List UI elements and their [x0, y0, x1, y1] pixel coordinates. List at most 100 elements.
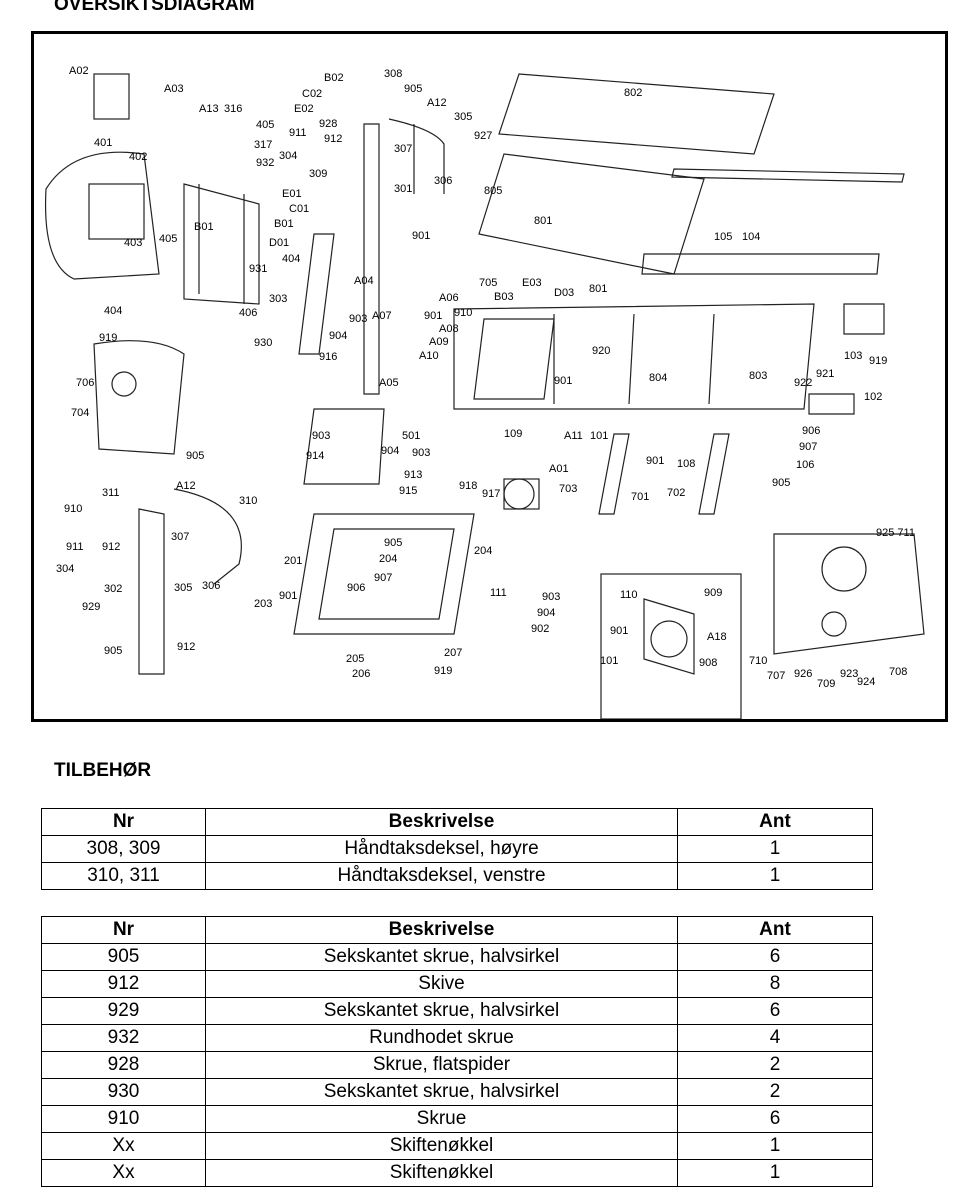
cell-nr: 928	[41, 1051, 206, 1079]
table-header-row: Nr Beskrivelse Ant	[41, 916, 873, 944]
cell-nr: 308, 309	[41, 835, 206, 863]
part-callout-label: 304	[56, 563, 74, 575]
part-callout-label: 901	[279, 590, 297, 602]
table-row: 912 Skive 8	[41, 970, 873, 998]
cell-description: Sekskantet skrue, halvsirkel	[205, 943, 678, 971]
part-callout-label: E01	[282, 188, 302, 200]
part-callout-label: 915	[399, 485, 417, 497]
part-callout-label: C01	[289, 203, 309, 215]
part-callout-label: 307	[394, 143, 412, 155]
part-callout-label: 706	[76, 377, 94, 389]
table-row: 929 Sekskantet skrue, halvsirkel 6	[41, 997, 873, 1025]
table-row: 928 Skrue, flatspider 2	[41, 1051, 873, 1079]
part-callout-label: 903	[349, 313, 367, 325]
cell-quantity: 1	[677, 1159, 873, 1187]
part-callout-label: 201	[284, 555, 302, 567]
part-callout-label: 305	[174, 582, 192, 594]
part-callout-label: 204	[379, 553, 397, 565]
part-callout-label: 903	[312, 430, 330, 442]
part-callout-label: A03	[164, 83, 184, 95]
part-callout-label: 710	[749, 655, 767, 667]
cell-quantity: 1	[677, 1132, 873, 1160]
cell-description: Skrue, flatspider	[205, 1051, 678, 1079]
part-callout-label: B02	[324, 72, 344, 84]
part-callout-label: 404	[104, 305, 122, 317]
part-callout-label: 111	[490, 587, 507, 599]
cell-quantity: 8	[677, 970, 873, 998]
part-callout-label: 206	[352, 668, 370, 680]
part-callout-label: 316	[224, 103, 242, 115]
part-callout-label: A18	[707, 631, 727, 643]
part-callout-label: 704	[71, 407, 89, 419]
part-callout-label: A07	[372, 310, 392, 322]
part-callout-label: A01	[549, 463, 569, 475]
part-callout-label: 902	[531, 623, 549, 635]
part-callout-label: 702	[667, 487, 685, 499]
part-callout-label: 802	[624, 87, 642, 99]
column-header-quantity: Ant	[677, 916, 873, 944]
cell-description: Sekskantet skrue, halvsirkel	[205, 1078, 678, 1106]
part-callout-label: 905	[104, 645, 122, 657]
part-callout-label: 304	[279, 150, 297, 162]
part-callout-label: 924	[857, 676, 875, 688]
accessories-heading: TILBEHØR	[54, 760, 152, 781]
part-callout-label: 929	[82, 601, 100, 613]
part-callout-label: 905	[186, 450, 204, 462]
cell-nr: 932	[41, 1024, 206, 1052]
part-callout-label: 403	[124, 237, 142, 249]
part-callout-label: B03	[494, 291, 514, 303]
cell-quantity: 4	[677, 1024, 873, 1052]
table-row: 308, 309 Håndtaksdeksel, høyre 1	[41, 835, 873, 863]
part-callout-label: A02	[69, 65, 89, 77]
part-callout-label: B01	[194, 221, 214, 233]
part-callout-label: 909	[704, 587, 722, 599]
part-callout-label: 919	[434, 665, 452, 677]
part-callout-label: 901	[554, 375, 572, 387]
part-callout-label: 306	[434, 175, 452, 187]
column-header-quantity: Ant	[677, 808, 873, 836]
part-callout-label: 405	[256, 119, 274, 131]
part-callout-label: 919	[99, 332, 117, 344]
part-callout-label: 901	[610, 625, 628, 637]
part-callout-label: A13	[199, 103, 219, 115]
part-callout-label: 707	[767, 670, 785, 682]
part-callout-label: 917	[482, 488, 500, 500]
cell-quantity: 6	[677, 943, 873, 971]
cell-description: Rundhodet skrue	[205, 1024, 678, 1052]
part-callout-label: 931	[249, 263, 267, 275]
part-callout-label: 905	[384, 537, 402, 549]
part-callout-label: 911	[66, 541, 84, 553]
part-callout-label: 307	[171, 531, 189, 543]
table-row: 310, 311 Håndtaksdeksel, venstre 1	[41, 862, 873, 890]
part-callout-label: 911	[289, 127, 307, 139]
table-row: 910 Skrue 6	[41, 1105, 873, 1133]
part-callout-label: 310	[239, 495, 257, 507]
cell-description: Skive	[205, 970, 678, 998]
column-header-nr: Nr	[41, 808, 206, 836]
part-callout-label: 103	[844, 350, 862, 362]
part-callout-label: 925 711	[876, 527, 915, 539]
cell-quantity: 1	[677, 862, 873, 890]
part-callout-label: 303	[269, 293, 287, 305]
part-callout-label: 912	[102, 541, 120, 553]
part-callout-label: D01	[269, 237, 289, 249]
part-callout-label: 404	[282, 253, 300, 265]
part-callout-label: 308	[384, 68, 402, 80]
part-callout-label: 905	[404, 83, 422, 95]
part-callout-label: 801	[534, 215, 552, 227]
part-callout-label: 930	[254, 337, 272, 349]
part-callout-label: 105	[714, 231, 732, 243]
table-row: Xx Skiftenøkkel 1	[41, 1132, 873, 1160]
part-callout-label: E02	[294, 103, 314, 115]
part-callout-label: A04	[354, 275, 374, 287]
part-callout-label: 708	[889, 666, 907, 678]
part-callout-label: 914	[306, 450, 324, 462]
cell-description: Sekskantet skrue, halvsirkel	[205, 997, 678, 1025]
part-callout-label: A06	[439, 292, 459, 304]
cell-quantity: 1	[677, 835, 873, 863]
part-callout-label: 305	[454, 111, 472, 123]
column-header-description: Beskrivelse	[205, 916, 678, 944]
part-callout-label: 405	[159, 233, 177, 245]
part-callout-label: 932	[256, 157, 274, 169]
